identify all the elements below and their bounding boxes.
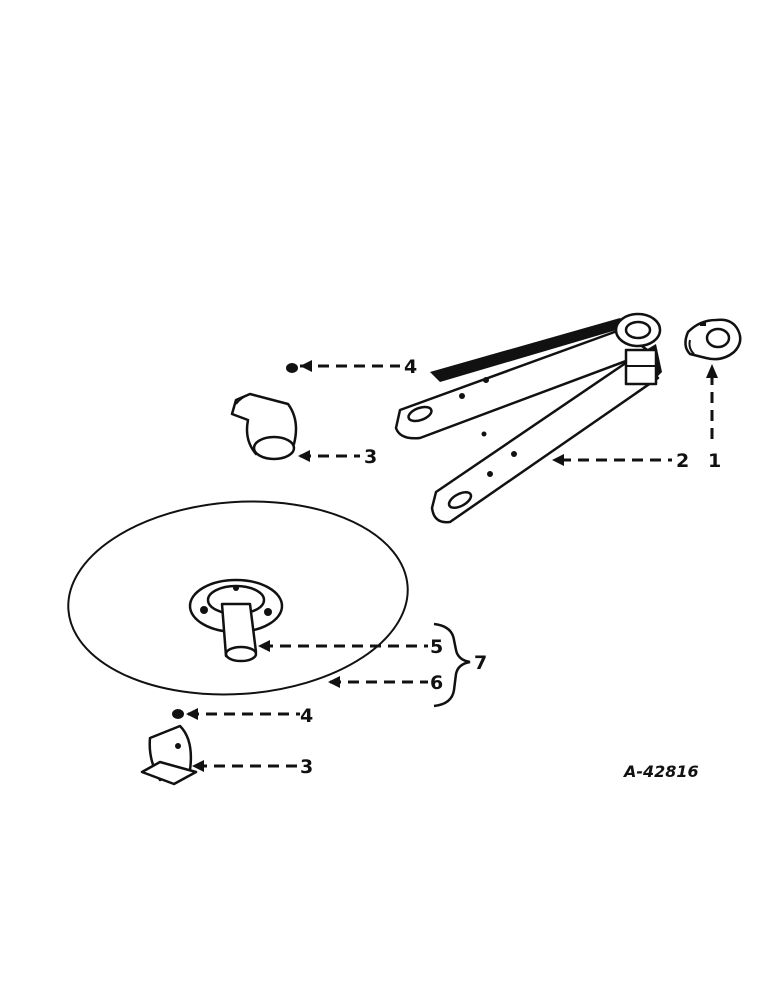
arrow-6 bbox=[328, 676, 340, 688]
callout-5: 5 bbox=[430, 636, 443, 658]
arrow-2 bbox=[552, 454, 564, 466]
callout-7: 7 bbox=[474, 652, 487, 674]
callout-4-upper: 4 bbox=[404, 356, 417, 378]
reference-code: A-42816 bbox=[622, 762, 699, 781]
callout-6: 6 bbox=[430, 672, 443, 694]
brace-group-7 bbox=[433, 622, 471, 708]
part-collar-clip bbox=[684, 318, 742, 361]
part-bolt-upper bbox=[286, 363, 298, 373]
part-bearing-cap-lower bbox=[140, 724, 198, 786]
arrow-1 bbox=[706, 364, 718, 378]
callout-3-upper: 3 bbox=[364, 446, 377, 468]
callout-2: 2 bbox=[676, 450, 689, 472]
part-yoke-arm bbox=[394, 312, 662, 524]
arrow-3-upper bbox=[298, 450, 310, 462]
arrow-4-upper bbox=[300, 360, 312, 372]
callout-labels: 4 3 2 1 5 6 7 4 3 A-42816 bbox=[300, 356, 721, 781]
arrowheads bbox=[186, 360, 718, 772]
part-disc-blade bbox=[67, 500, 409, 696]
arrow-5 bbox=[258, 640, 270, 652]
arrow-3-lower bbox=[192, 760, 204, 772]
callout-3-lower: 3 bbox=[300, 756, 313, 778]
part-bolt-lower bbox=[172, 709, 184, 719]
leader-lines bbox=[188, 364, 714, 768]
callout-4-lower: 4 bbox=[300, 705, 313, 727]
part-bearing-cap-upper bbox=[230, 392, 298, 461]
callout-1: 1 bbox=[708, 450, 721, 472]
arrow-4-lower bbox=[186, 708, 198, 720]
part-disc-hub bbox=[188, 578, 284, 663]
